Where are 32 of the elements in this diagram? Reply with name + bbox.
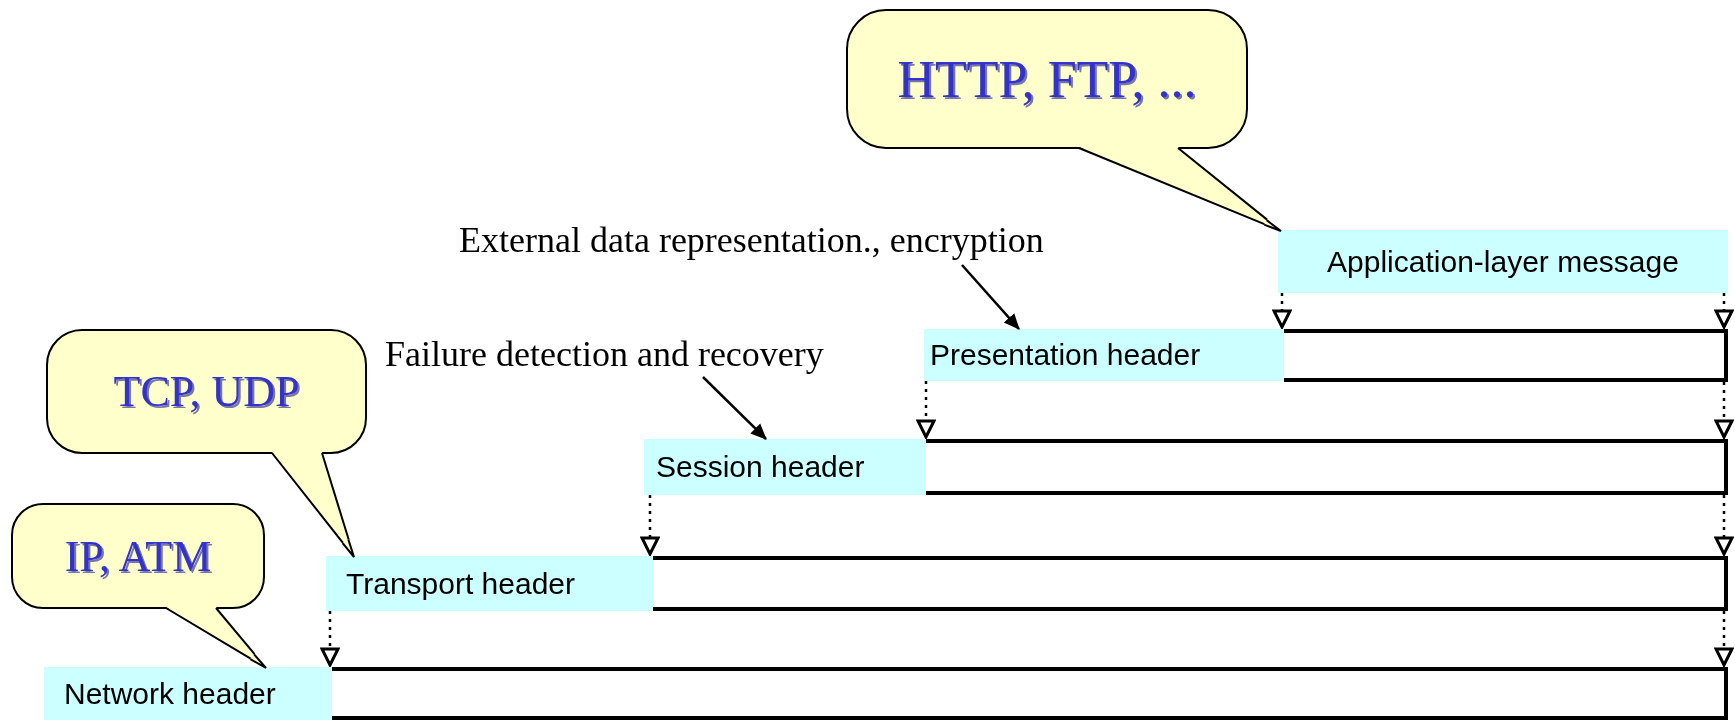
- dotted-arrow: [320, 611, 340, 667]
- header-field: [44, 667, 332, 720]
- dotted-arrow: [1714, 293, 1734, 329]
- dotted-arrow: [1714, 611, 1734, 667]
- bubble-label: TCP, UDP: [113, 366, 300, 417]
- bubble-label: IP, ATM: [64, 530, 212, 582]
- callout-pointer: [165, 606, 267, 669]
- payload-box: [653, 556, 1728, 611]
- payload-box: [1284, 329, 1728, 382]
- payload-box: [926, 439, 1728, 495]
- header-field: [1278, 230, 1728, 293]
- callout-pointer: [1078, 146, 1282, 232]
- dotted-arrow: [1714, 495, 1734, 556]
- header-label: Network header: [64, 676, 276, 711]
- dotted-arrow: [1714, 382, 1734, 439]
- dotted-arrow: [916, 381, 936, 439]
- dotted-arrow: [640, 495, 660, 556]
- header-label: Application-layer message: [1327, 244, 1679, 279]
- bubble-label: HTTP, FTP, ...: [897, 49, 1197, 109]
- leader-line: [702, 376, 767, 440]
- header-field: [644, 439, 926, 495]
- payload-box: [332, 667, 1728, 720]
- annotation-text: Failure detection and recovery: [385, 335, 824, 375]
- header-label: Session header: [656, 450, 865, 484]
- annotation-text: External data representation., encryption: [459, 221, 1044, 261]
- header-field: [326, 556, 653, 611]
- leader-line: [961, 264, 1020, 330]
- header-field: [924, 329, 1284, 381]
- header-label: Presentation header: [930, 338, 1201, 372]
- callout-pointer: [271, 451, 355, 558]
- dotted-arrow: [1272, 293, 1292, 329]
- header-label: Transport header: [346, 566, 575, 601]
